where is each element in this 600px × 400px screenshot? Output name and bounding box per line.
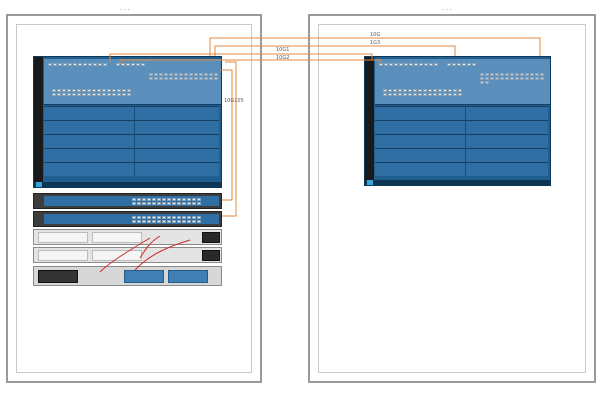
- chassis-right-footer: [365, 180, 550, 185]
- line-card-slot: [375, 120, 548, 134]
- port-block: [447, 63, 477, 66]
- port-block: [480, 73, 548, 84]
- server-cable-red-1: [99, 237, 151, 273]
- uplink-cable-mid-2: [119, 59, 381, 64]
- server-cable-red-3: [139, 235, 161, 259]
- port-block: [149, 73, 219, 80]
- power-supply: [202, 232, 220, 243]
- line-card-slot: [44, 162, 219, 176]
- drive-bay: [38, 250, 88, 261]
- chassis-switch-left: [33, 56, 222, 188]
- server-unit-2: [33, 247, 222, 263]
- downlink-cable-vertical-2: [220, 69, 233, 201]
- cable-label-vertical: 10G105: [224, 98, 244, 104]
- line-card-slot: [44, 120, 219, 134]
- port-block: [383, 89, 463, 96]
- fan-module: [38, 270, 78, 283]
- line-card-slot: [44, 148, 219, 162]
- line-card-slot: [44, 106, 219, 120]
- line-card-slot: [375, 148, 548, 162]
- uplink-cable-mid-1: [109, 53, 373, 62]
- line-card-slot: [375, 162, 548, 176]
- line-card-slot: [375, 106, 548, 120]
- chassis-left-footer: [34, 182, 221, 187]
- chassis-right-side-panel: [365, 57, 374, 185]
- drive-bay: [38, 232, 88, 243]
- server-unit-1: [33, 229, 222, 245]
- rack-right-title: · · ·: [442, 7, 452, 14]
- chassis-left-side-panel: [34, 57, 43, 187]
- chassis-left-management-module: [44, 59, 221, 105]
- port-block: [48, 63, 112, 66]
- port-block: [116, 63, 146, 66]
- port-block: [52, 89, 132, 96]
- access-switch-1: [33, 193, 222, 209]
- cable-label-top-2: 1G3: [370, 40, 381, 46]
- port-block: [132, 216, 202, 223]
- cable-label-top-1: 10G: [370, 32, 381, 38]
- chassis-switch-right: [364, 56, 551, 186]
- server-cable-red-2: [134, 239, 191, 271]
- cable-label-mid-1: 10G1: [276, 47, 290, 53]
- line-card-slot: [375, 134, 548, 148]
- cable-label-mid-2: 10G2: [276, 55, 290, 61]
- drive-bay: [124, 270, 164, 283]
- rack-left-title: · · ·: [120, 7, 130, 14]
- drive-bay: [168, 270, 208, 283]
- uplink-cable-top-2: [214, 45, 456, 56]
- chassis-right-management-module: [375, 59, 550, 105]
- rack-right-inner-frame: [318, 24, 586, 373]
- rack-left-inner-frame: [16, 24, 252, 373]
- line-card-slot: [44, 134, 219, 148]
- uplink-cable-top-1: [209, 37, 541, 56]
- power-supply: [202, 250, 220, 261]
- storage-unit: [33, 266, 222, 286]
- port-block: [379, 63, 443, 66]
- access-switch-2: [33, 211, 222, 227]
- port-block: [132, 198, 202, 205]
- drive-bay: [92, 232, 142, 243]
- downlink-cable-vertical: [222, 61, 237, 217]
